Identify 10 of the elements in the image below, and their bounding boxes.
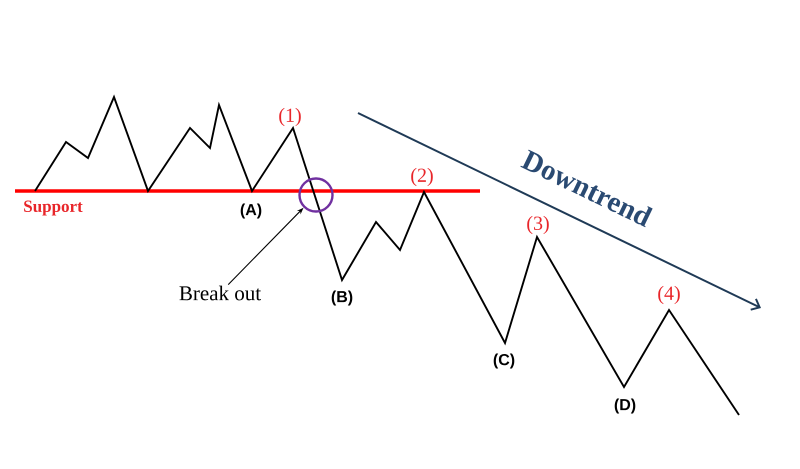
peak-label: (4) [658,286,680,304]
callout-text: Break out [180,286,261,300]
peak-label: (1) [279,108,301,126]
trough-label: (A) [240,204,262,218]
support-label: Support [24,200,83,216]
peak-label: (2) [411,168,433,186]
trough-label: (B) [332,290,352,306]
highlight-circle [298,177,334,213]
trough-label: (C) [494,354,514,368]
trough-label: (D) [614,398,636,414]
